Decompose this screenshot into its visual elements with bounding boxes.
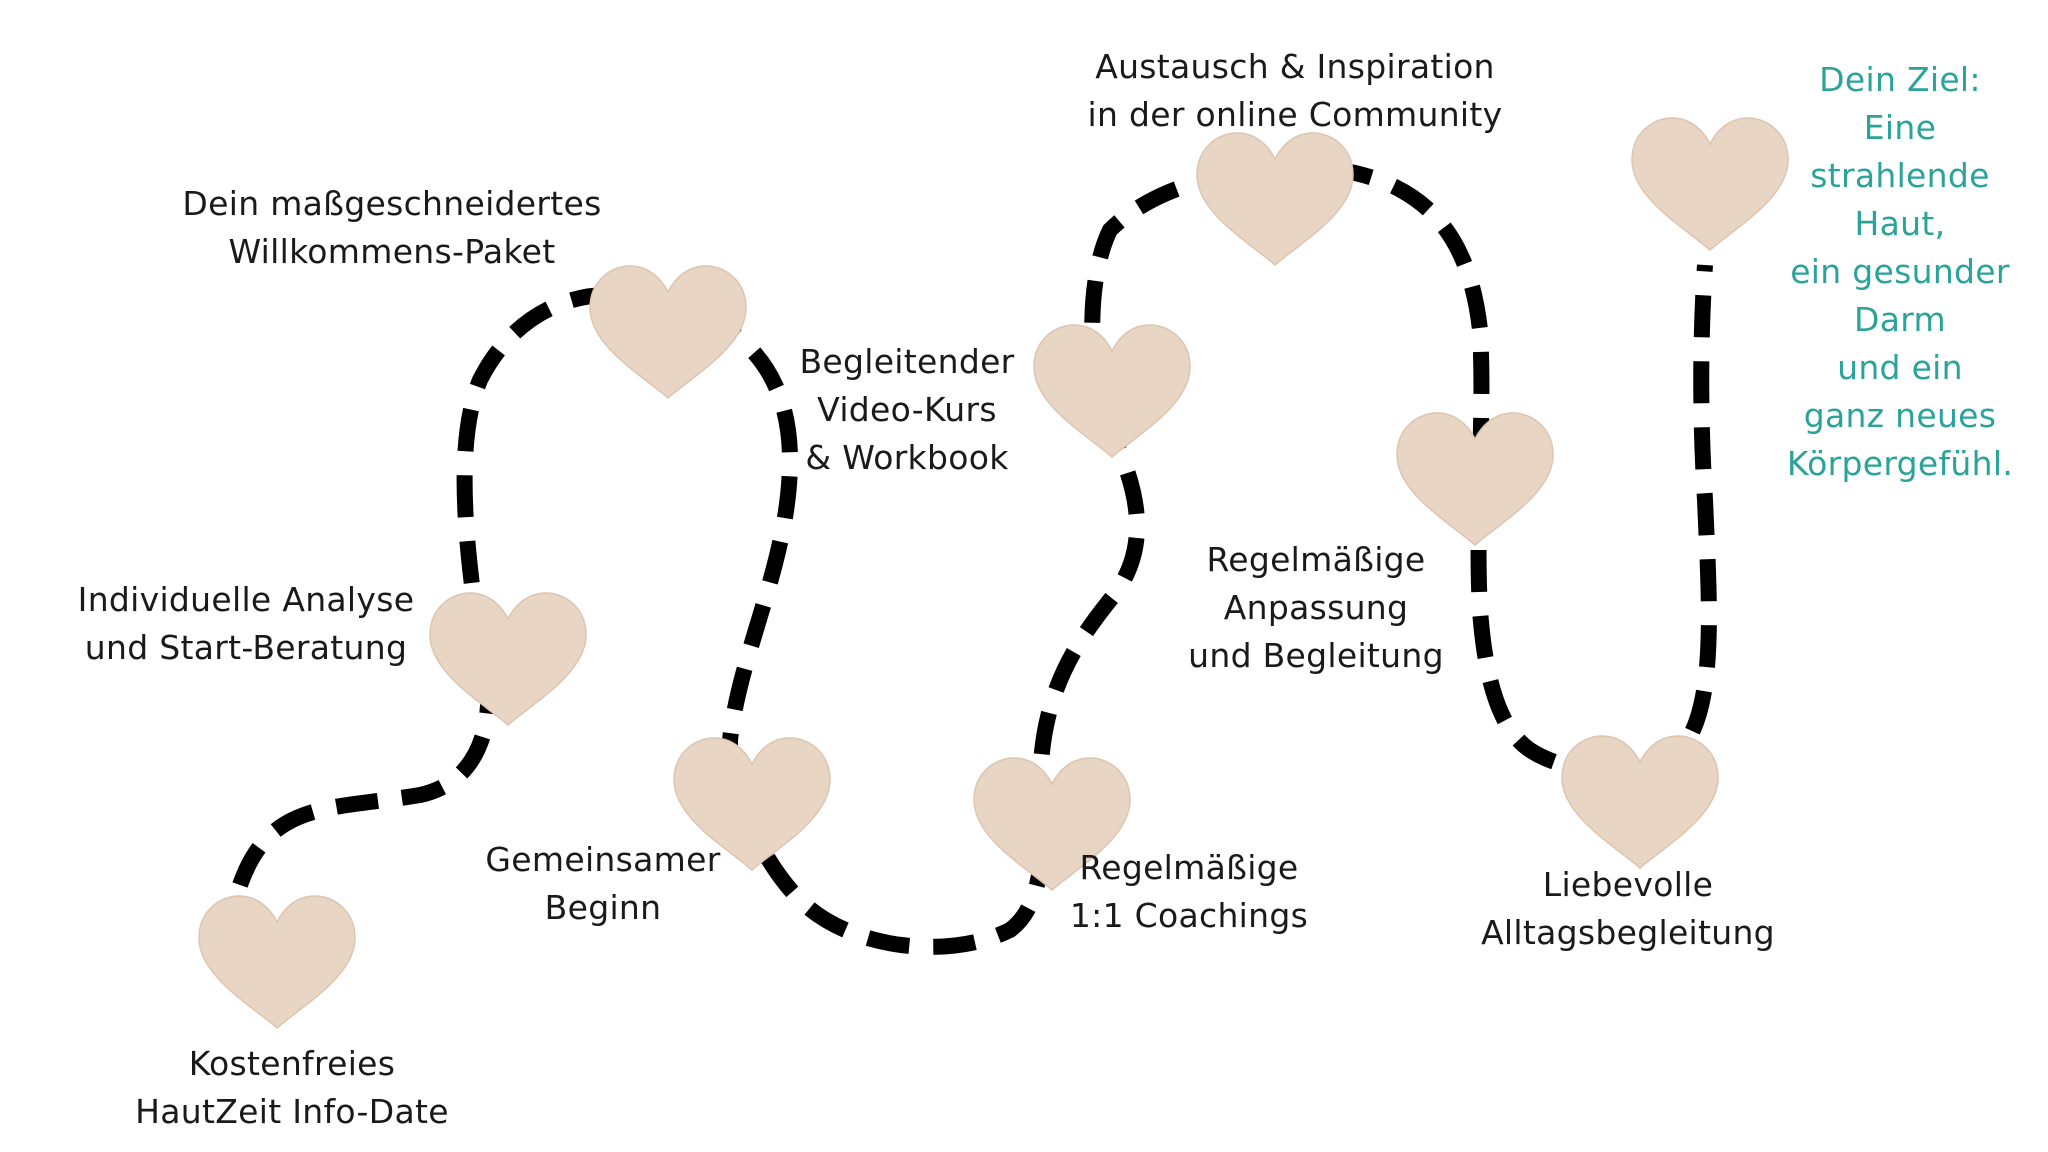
step-9-line-2: Alltagsbegleitung [1481, 913, 1775, 952]
step-8-line-2: Anpassung [1223, 588, 1409, 627]
step-7-line-1: Austausch & Inspiration [1095, 47, 1495, 86]
goal-line-4: Haut, [1854, 204, 1946, 243]
goal-line-6: Darm [1854, 300, 1946, 339]
goal-line-2: Eine [1863, 108, 1937, 147]
goal-line-9: Körpergefühl. [1786, 444, 2014, 483]
step-label-1: Kostenfreies HautZeit Info-Date [135, 1040, 449, 1136]
heart-icon-step-8 [1396, 412, 1554, 546]
step-5-line-3: & Workbook [805, 438, 1009, 477]
step-8-line-1: Regelmäßige [1206, 540, 1426, 579]
step-1-line-1: Kostenfreies [188, 1044, 396, 1083]
step-5-line-2: Video-Kurs [817, 390, 997, 429]
step-2-line-1: Individuelle Analyse [77, 580, 415, 619]
step-label-9: Liebevolle Alltagsbegleitung [1481, 861, 1775, 957]
heart-icon-step-7 [1196, 132, 1354, 266]
step-2-line-2: und Start-Beratung [84, 628, 408, 667]
heart-icon-step-1 [198, 895, 356, 1029]
step-label-3: Dein maßgeschneidertes Willkommens-Paket [182, 180, 601, 276]
step-label-2: Individuelle Analyse und Start-Beratung [78, 576, 415, 672]
step-1-line-2: HautZeit Info-Date [135, 1092, 449, 1131]
dashed-journey-path [232, 159, 1717, 955]
step-3-line-1: Dein maßgeschneidertes [182, 184, 602, 223]
goal-line-7: und ein [1837, 348, 1963, 387]
step-label-7: Austausch & Inspiration in der online Co… [1088, 43, 1503, 139]
goal-line-5: ein gesunder [1790, 252, 2010, 291]
step-6-line-2: 1:1 Coachings [1069, 896, 1309, 935]
step-label-4: Gemeinsamer Beginn [485, 836, 720, 932]
step-6-line-1: Regelmäßige [1079, 848, 1299, 887]
step-7-line-2: in der online Community [1087, 95, 1503, 134]
step-label-6: Regelmäßige 1:1 Coachings [1070, 844, 1308, 940]
step-8-line-3: und Begleitung [1188, 636, 1444, 675]
step-5-line-1: Begleitender [799, 342, 1015, 381]
step-label-8: Regelmäßige Anpassung und Begleitung [1188, 536, 1444, 680]
step-9-line-1: Liebevolle [1542, 865, 1714, 904]
step-label-5: Begleitender Video-Kurs & Workbook [799, 338, 1014, 482]
hearts-layer [198, 117, 1789, 1029]
goal-line-1: Dein Ziel: [1819, 60, 1981, 99]
heart-icon-step-2 [429, 592, 587, 726]
goal-line-8: ganz neues [1803, 396, 1997, 435]
heart-icon-step-6 [973, 757, 1131, 891]
heart-icon-step-5 [1033, 324, 1191, 458]
heart-icon-step-4 [673, 737, 831, 871]
heart-icon-step-3 [589, 265, 747, 399]
goal-text: Dein Ziel: Eine strahlende Haut, ein ges… [1787, 56, 2013, 488]
step-4-line-1: Gemeinsamer [485, 840, 721, 879]
step-3-line-2: Willkommens-Paket [228, 232, 556, 271]
heart-icon-goal [1631, 117, 1789, 251]
heart-icon-step-9 [1561, 735, 1719, 869]
goal-line-3: strahlende [1810, 156, 1990, 195]
step-4-line-2: Beginn [544, 888, 662, 927]
